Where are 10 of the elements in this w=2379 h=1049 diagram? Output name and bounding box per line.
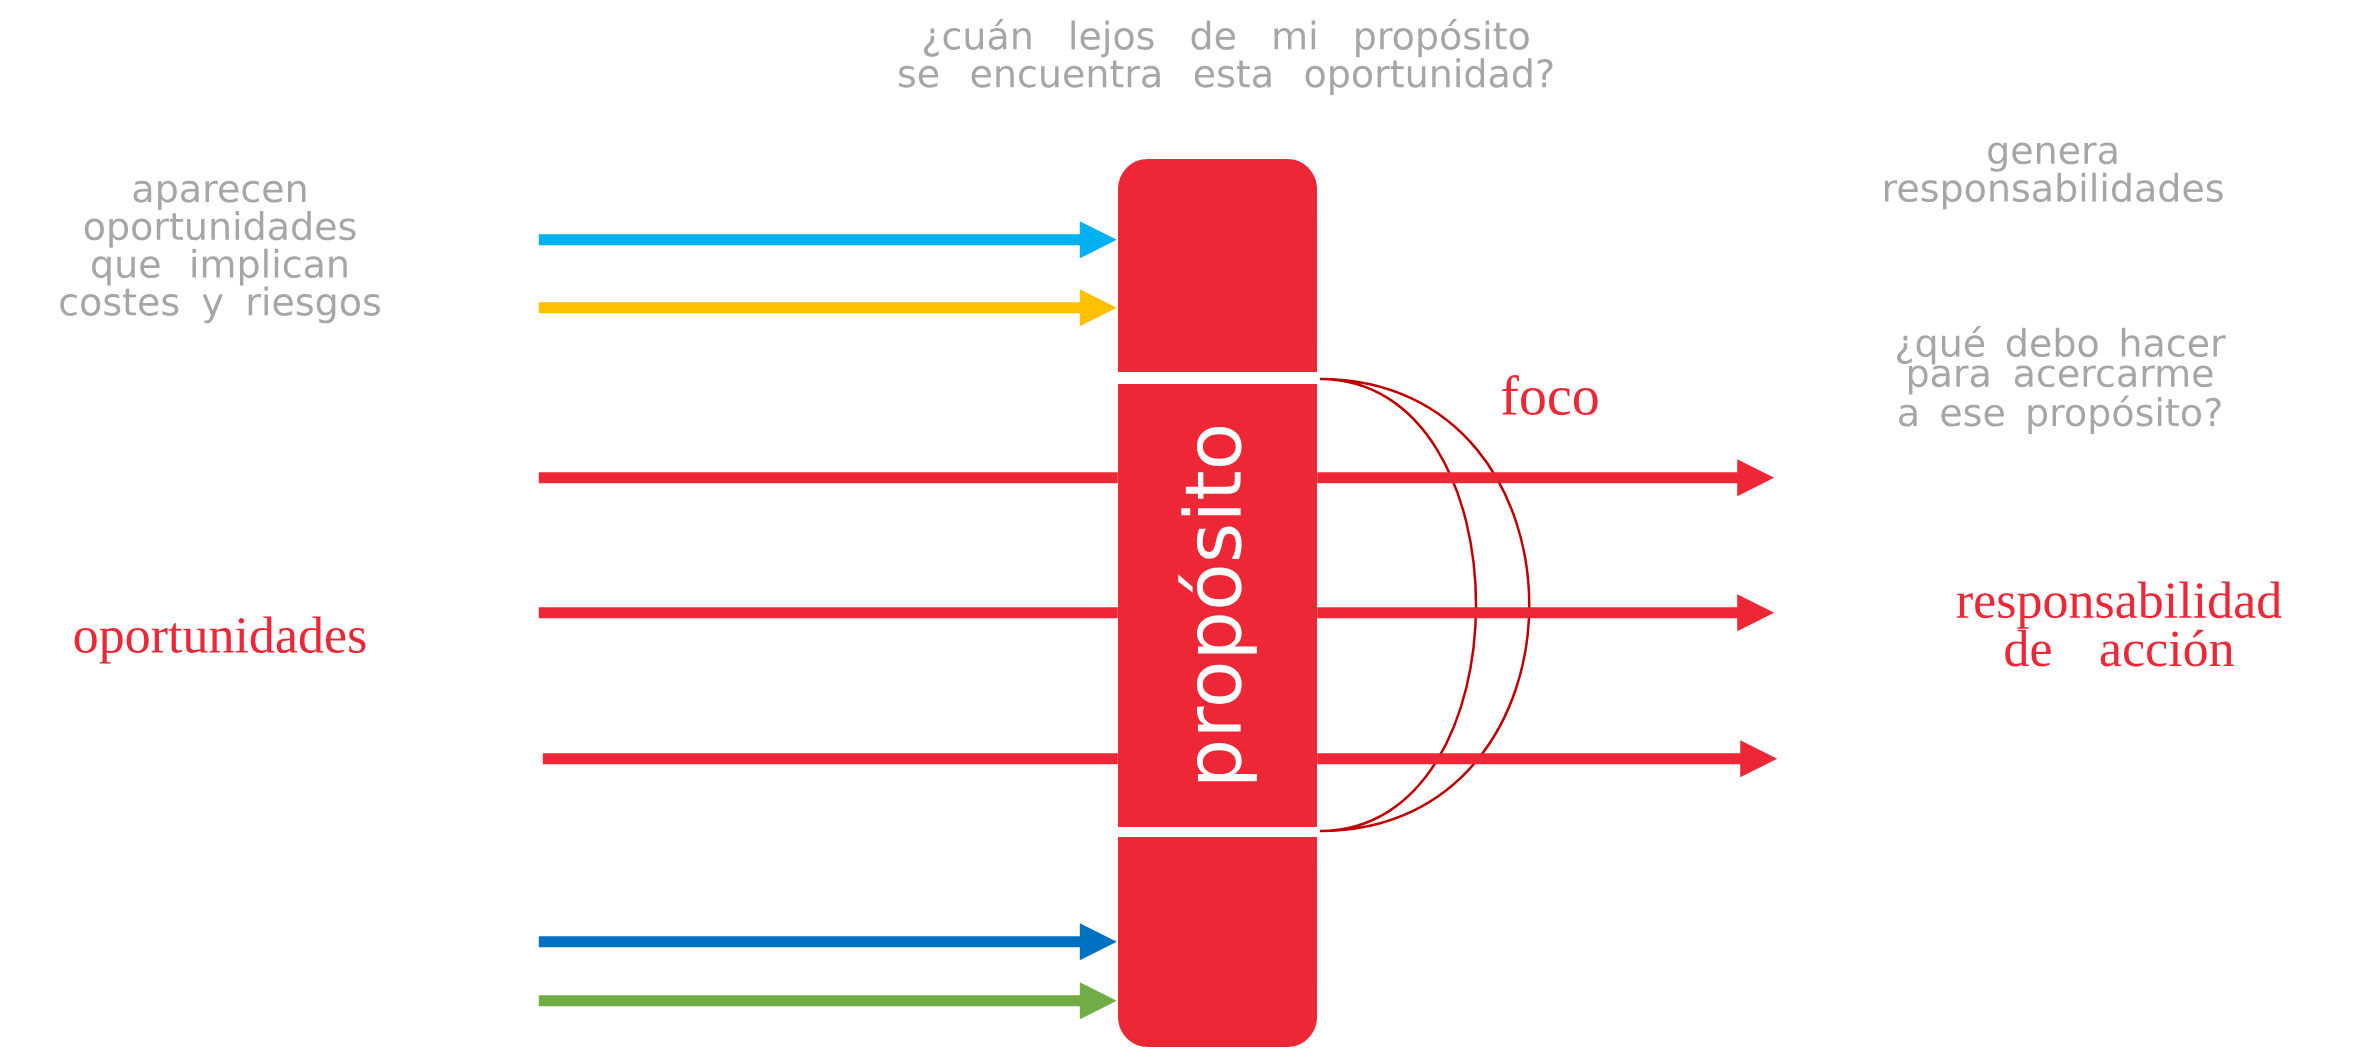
heading: ¿cuán lejos de mi propósito se encuentra esta oportunidad? bbox=[899, 18, 1553, 96]
bar-segment bbox=[1118, 837, 1317, 1047]
text-label: responsabilidad de acción bbox=[1956, 581, 2282, 667]
text-label: oportunidades bbox=[74, 616, 366, 664]
bar-segment bbox=[1118, 159, 1317, 372]
node-caption: foco bbox=[1502, 375, 1598, 415]
text-label: aparecen oportunidades que implican costes y riesgos bbox=[60, 180, 380, 324]
text-label: genera responsabilidades bbox=[1885, 142, 2223, 210]
text-label: ¿qué debo hacer para acercarme a ese propósito? bbox=[1897, 326, 2226, 434]
label-bar: propósito bbox=[1118, 384, 1317, 827]
